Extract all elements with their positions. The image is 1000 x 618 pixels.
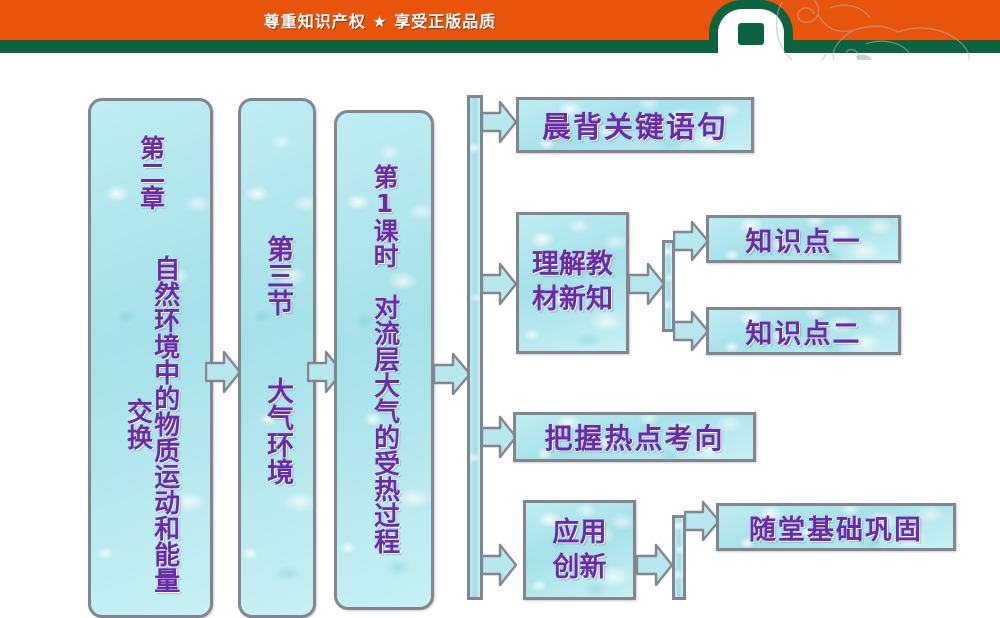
lesson-title: 对流层大气的受热过程 <box>369 294 400 554</box>
knowledge-point-one-box[interactable]: 知识点一 <box>706 215 901 263</box>
branch-label-understand-text: 理解教材新知 <box>532 249 613 315</box>
arrow-lesson-to-spine <box>433 352 471 396</box>
branch-box-understand-text[interactable]: 理解教材新知 <box>516 212 629 354</box>
arrow-to-point-two <box>673 310 709 352</box>
branch-label-apply-innovate: 应用创新 <box>552 516 607 583</box>
branch-label-morning-review: 晨背关键语句 <box>541 110 728 144</box>
knowledge-point-two-box[interactable]: 知识点二 <box>706 307 901 355</box>
arrow-to-classroom-basics <box>684 500 720 542</box>
arrow-to-apply-innovate <box>481 543 517 587</box>
arrow-to-morning-review <box>481 100 517 144</box>
header-title: 尊重知识产权 ★ 享受正版品质 <box>263 12 497 31</box>
knowledge-point-one-label: 知识点一 <box>745 226 862 258</box>
section-box[interactable]: 第三节 大气环境 <box>238 98 316 618</box>
chapter-title-col-a: 自然环境中的物质运动和能量交换 <box>122 255 180 593</box>
header-white-stripe <box>0 53 1000 60</box>
arrow-understand-to-connector <box>628 262 665 306</box>
section-number: 第三节 <box>262 234 294 316</box>
vertical-spine-connector <box>467 95 483 600</box>
branch-box-morning-review[interactable]: 晨背关键语句 <box>516 97 754 153</box>
practice-branch-connector <box>672 515 686 600</box>
header-band: 尊重知识产权 ★ 享受正版品质 <box>0 0 1000 60</box>
branch-label-grasp-exam-trends: 把握热点考向 <box>544 422 725 455</box>
branch-box-apply-innovate[interactable]: 应用创新 <box>523 500 636 600</box>
chapter-number: 第二章 <box>136 134 166 210</box>
decorative-line-art <box>775 0 970 60</box>
chapter-box[interactable]: 第二章 自然环境中的物质运动和能量交换 <box>88 98 213 618</box>
knowledge-point-two-label: 知识点二 <box>745 318 862 350</box>
arrow-apply-to-connector <box>636 543 673 587</box>
lesson-box[interactable]: 第1课时 对流层大气的受热过程 <box>334 110 434 610</box>
arrow-to-grasp-exam-trends <box>481 415 517 459</box>
arrow-to-understand-text <box>481 262 517 306</box>
branch-box-grasp-exam-trends[interactable]: 把握热点考向 <box>513 412 756 462</box>
classroom-basics-label: 随堂基础巩固 <box>749 514 923 546</box>
arrow-to-point-one <box>673 220 709 262</box>
classroom-basics-box[interactable]: 随堂基础巩固 <box>716 503 956 551</box>
arrow-chapter-to-section <box>205 350 241 394</box>
lesson-number: 第1课时 <box>370 164 400 268</box>
house-notch-icon <box>709 0 793 60</box>
section-title: 大气环境 <box>262 377 294 485</box>
